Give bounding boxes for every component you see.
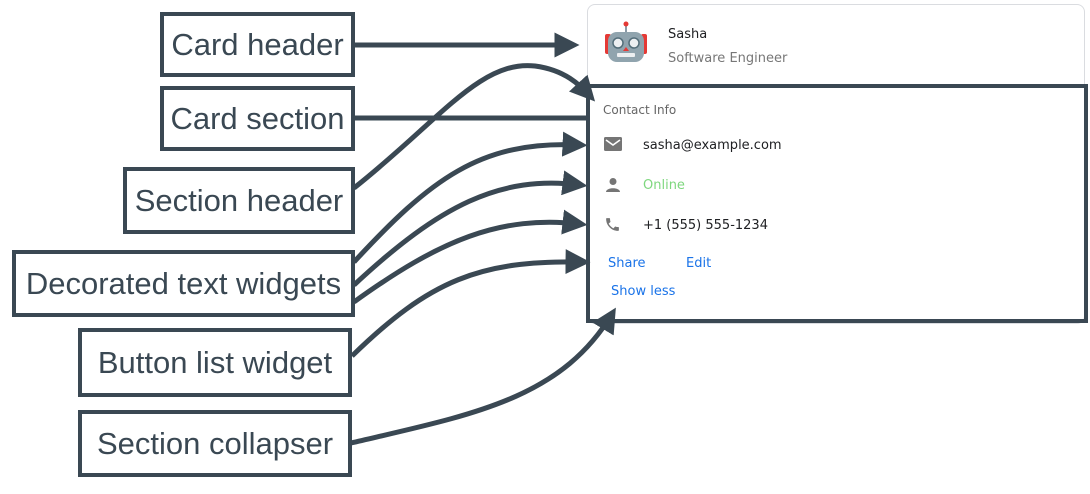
robot-icon	[605, 21, 647, 62]
label-decorated-text: Decorated text widgets	[12, 250, 355, 317]
card-header-name: Sasha	[668, 27, 708, 42]
email-icon	[604, 137, 622, 151]
decorated-text-status: Online	[643, 178, 685, 193]
show-less-button[interactable]: Show less	[611, 284, 676, 299]
phone-icon	[606, 218, 619, 231]
card-header-subtitle: Software Engineer	[668, 51, 788, 66]
label-button-list: Button list widget	[78, 328, 352, 397]
edit-button[interactable]: Edit	[686, 256, 712, 271]
card-section	[586, 84, 1088, 323]
arrow-decorated-phone	[352, 209, 588, 305]
label-section-header: Section header	[123, 167, 355, 234]
label-card-header: Card header	[160, 12, 355, 77]
decorated-text-phone: +1 (555) 555-1234	[643, 218, 768, 233]
label-section-collapser: Section collapser	[78, 410, 352, 477]
section-header: Contact Info	[603, 103, 677, 117]
arrow-decorated-status	[352, 170, 588, 287]
arrow-button-list	[350, 249, 591, 358]
label-card-section: Card section	[160, 86, 355, 151]
arrow-section-header	[352, 63, 596, 190]
share-button[interactable]: Share	[608, 256, 646, 271]
decorated-text-email: sasha@example.com	[643, 138, 782, 153]
arrow-decorated-email	[352, 131, 588, 264]
person-icon	[606, 178, 620, 192]
card	[587, 4, 1085, 324]
arrow-section-collapser	[350, 307, 616, 446]
